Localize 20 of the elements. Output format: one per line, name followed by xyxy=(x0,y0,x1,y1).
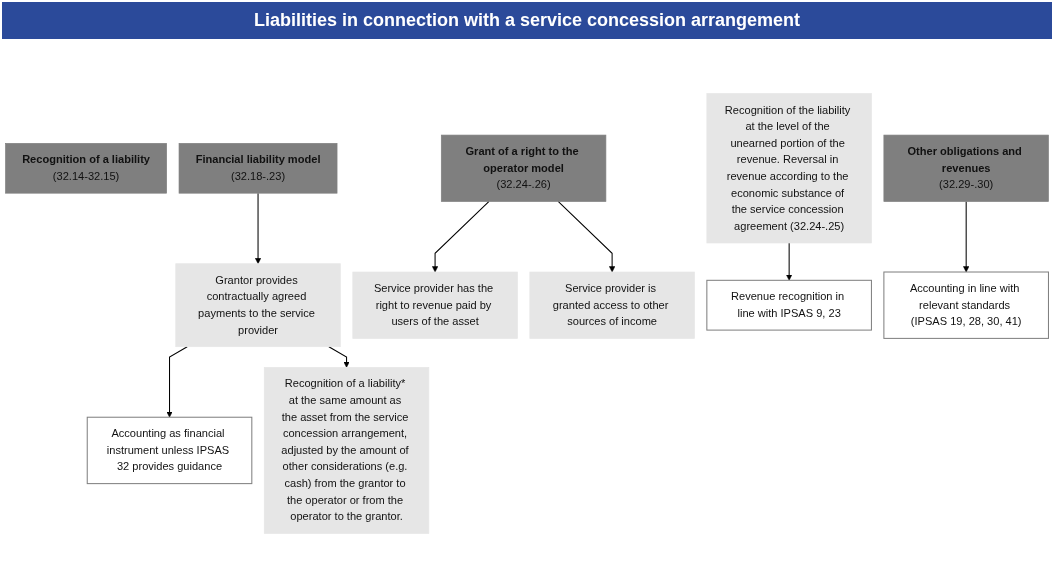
node-box: Accounting as financial instrument unless IPSAS 32 provides guidance xyxy=(86,416,253,485)
node-box: Grantor provides contractually agreed payments to the service provider xyxy=(175,263,341,348)
arrow xyxy=(557,200,616,273)
node-box: Revenue recognition in line with IPSAS 9, 23 xyxy=(706,279,872,331)
arrow xyxy=(432,200,490,273)
node-box: Service provider is granted access to other sources of income xyxy=(529,271,695,339)
node-box: Financial liability model (32.18-.23) xyxy=(178,143,338,194)
arrow xyxy=(963,200,970,273)
node-box: Recognition of a liability* at the same amount as the asset from the service concession arrangement, adjusted by the amount of other considerations (e.g. cash) from the grantor to the operator or from the operator to the grantor. xyxy=(263,367,430,534)
node-box: Recognition of the liability at the level of the unearned portion of the revenue. Reversal in revenue according to the economic substance of the service concession agreement (32.24-.25) xyxy=(706,93,872,244)
arrow xyxy=(786,242,793,281)
title-banner: Liabilities in connection with a service concession arrangement xyxy=(2,2,1052,39)
node-box: Accounting in line with relevant standards (IPSAS 19, 28, 30, 41) xyxy=(883,271,1049,339)
node-box: Recognition of a liability (32.14-32.15) xyxy=(5,143,167,194)
node-box: Other obligations and revenues (32.29-.30) xyxy=(883,134,1049,202)
arrow xyxy=(328,346,350,368)
arrow xyxy=(255,192,262,264)
node-box: Service provider has the right to revenue paid by users of the asset xyxy=(352,271,518,339)
arrow xyxy=(166,346,188,418)
node-box: Grant of a right to the operator model (32.24-.26) xyxy=(440,134,607,202)
